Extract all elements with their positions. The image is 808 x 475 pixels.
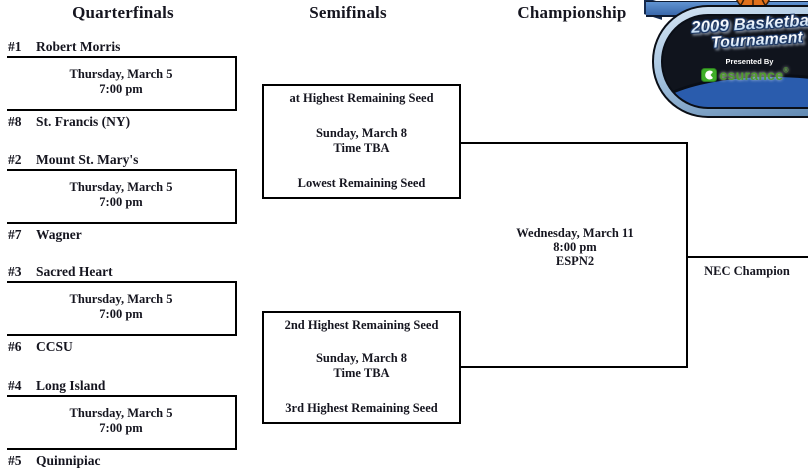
semifinals-header: Semifinals xyxy=(309,3,387,22)
team-seed-1: #1 Robert Morris xyxy=(7,39,237,56)
team-name: Mount St. Mary's xyxy=(36,152,139,167)
team-name: Robert Morris xyxy=(36,39,121,54)
seed-number: #2 xyxy=(8,152,22,167)
game-time: 8:00 pm xyxy=(553,240,597,254)
team-seed-2: #2 Mount St. Mary's xyxy=(7,152,237,169)
team-name: Quinnipiac xyxy=(36,453,101,468)
quarterfinal-matchup-3: #3 Sacred Heart Thursday, March 5 7:00 pm… xyxy=(7,264,237,356)
team-seed-6: #6 CCSU xyxy=(7,336,237,356)
semifinal-top-slot: 2nd Highest Remaining Seed xyxy=(284,318,439,332)
game-time: 7:00 pm xyxy=(99,307,143,321)
team-name: St. Francis (NY) xyxy=(36,114,131,129)
matchup-box: Thursday, March 5 7:00 pm xyxy=(7,281,237,336)
champion-line xyxy=(686,256,808,258)
semifinal-box-1: at Highest Remaining Seed Sunday, March … xyxy=(262,84,461,199)
game-date: Thursday, March 5 xyxy=(69,180,173,194)
semifinal-top-slot: at Highest Remaining Seed xyxy=(289,91,434,105)
seed-number: #7 xyxy=(8,227,22,242)
game-date: Thursday, March 5 xyxy=(69,406,173,420)
team-name: CCSU xyxy=(36,339,73,354)
quarterfinal-matchup-1: #1 Robert Morris Thursday, March 5 7:00 p… xyxy=(7,39,237,131)
quarterfinals-header: Quarterfinals xyxy=(72,3,174,22)
game-time: 7:00 pm xyxy=(99,82,143,96)
semifinal-bottom-slot: Lowest Remaining Seed xyxy=(297,176,426,190)
team-name: Sacred Heart xyxy=(36,264,113,279)
seed-number: #4 xyxy=(8,378,22,393)
team-seed-4: #4 Long Island xyxy=(7,378,237,395)
registered-mark: ® xyxy=(783,67,789,75)
championship-vertical-line xyxy=(686,142,688,368)
game-time: Time TBA xyxy=(333,141,390,155)
game-time: 7:00 pm xyxy=(99,195,143,209)
seed-number: #8 xyxy=(8,114,22,129)
game-date: Sunday, March 8 xyxy=(315,351,408,365)
semifinal-datetime: Sunday, March 8 Time TBA xyxy=(264,126,459,156)
matchup-box: Thursday, March 5 7:00 pm xyxy=(7,56,237,111)
semifinal-bottom-slot: 3rd Highest Remaining Seed xyxy=(285,401,438,415)
team-name: Wagner xyxy=(36,227,82,242)
game-time: Time TBA xyxy=(333,366,390,380)
semifinal-box-2: 2nd Highest Remaining Seed Sunday, March… xyxy=(262,311,461,424)
game-date: Thursday, March 5 xyxy=(69,67,173,81)
team-seed-7: #7 Wagner xyxy=(7,224,237,244)
matchup-box: Thursday, March 5 7:00 pm xyxy=(7,169,237,224)
shield-face xyxy=(663,16,808,107)
tv-network: ESPN2 xyxy=(555,254,595,268)
matchup-box: Thursday, March 5 7:00 pm xyxy=(7,395,237,450)
championship-info: Wednesday, March 11 8:00 pm ESPN2 xyxy=(495,226,655,268)
sponsor-name: esurance xyxy=(719,66,784,83)
semifinal1-connector-line xyxy=(461,142,688,144)
esurance-icon xyxy=(701,67,718,82)
team-seed-5: #5 Quinnipiac xyxy=(7,450,237,470)
sponsor-row: esurance® xyxy=(680,66,808,84)
tournament-logo: 2009 Basketball Tournament Presented By … xyxy=(640,0,808,130)
team-name: Long Island xyxy=(36,378,106,393)
team-seed-8: #8 St. Francis (NY) xyxy=(7,111,237,131)
semifinal-datetime: Sunday, March 8 Time TBA xyxy=(264,351,459,381)
game-date: Thursday, March 5 xyxy=(69,292,173,306)
game-date: Sunday, March 8 xyxy=(315,126,408,140)
team-seed-3: #3 Sacred Heart xyxy=(7,264,237,281)
seed-number: #1 xyxy=(8,39,22,54)
semifinal2-connector-line xyxy=(461,366,688,368)
seed-number: #5 xyxy=(8,453,22,468)
logo-shield: 2009 Basketball Tournament Presented By … xyxy=(652,5,808,118)
game-time: 7:00 pm xyxy=(99,421,143,435)
championship-header: Championship xyxy=(517,3,627,22)
seed-number: #3 xyxy=(8,264,22,279)
seed-number: #6 xyxy=(8,339,22,354)
quarterfinal-matchup-2: #2 Mount St. Mary's Thursday, March 5 7:0… xyxy=(7,152,237,244)
champion-label: NEC Champion xyxy=(704,264,790,278)
game-date: Wednesday, March 11 xyxy=(516,226,634,240)
presented-by-label: Presented By xyxy=(725,57,774,66)
